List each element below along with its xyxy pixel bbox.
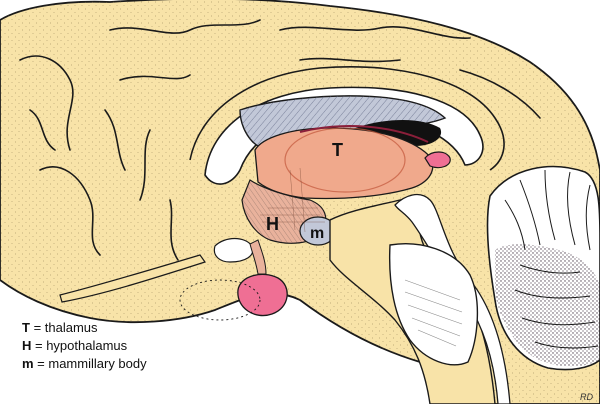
pituitary-gland bbox=[237, 273, 288, 317]
mammillary-label: m bbox=[310, 225, 324, 242]
legend-key: H bbox=[22, 338, 32, 353]
cingulate-sulcus bbox=[189, 66, 505, 171]
legend-key: T bbox=[22, 320, 30, 335]
optic-chiasm bbox=[213, 237, 254, 263]
pineal-gland bbox=[424, 151, 451, 169]
legend: T = thalamus H = hypothalamus m = mammil… bbox=[22, 319, 147, 373]
legend-text: = hypothalamus bbox=[31, 338, 128, 353]
artist-signature: RD bbox=[580, 392, 593, 402]
legend-row-hypothalamus: H = hypothalamus bbox=[22, 337, 147, 355]
legend-row-mammillary: m = mammillary body bbox=[22, 355, 147, 373]
temporal-lobe-outline bbox=[179, 279, 261, 321]
hypothalamus-label: H bbox=[266, 214, 279, 234]
thalamus-oval bbox=[284, 127, 406, 193]
cerebellum bbox=[486, 165, 600, 371]
legend-text: = thalamus bbox=[29, 320, 98, 335]
thalamus-label: T bbox=[332, 140, 343, 160]
legend-text: = mammillary body bbox=[33, 356, 147, 371]
stria-medullaris bbox=[299, 125, 429, 143]
legend-row-thalamus: T = thalamus bbox=[22, 319, 147, 337]
optic-nerve bbox=[59, 254, 206, 303]
sulci bbox=[19, 19, 541, 261]
cerebral-aqueduct bbox=[394, 193, 511, 404]
legend-key: m bbox=[22, 356, 34, 371]
fibre-tracts bbox=[260, 167, 325, 233]
pons-fibres bbox=[404, 279, 463, 347]
